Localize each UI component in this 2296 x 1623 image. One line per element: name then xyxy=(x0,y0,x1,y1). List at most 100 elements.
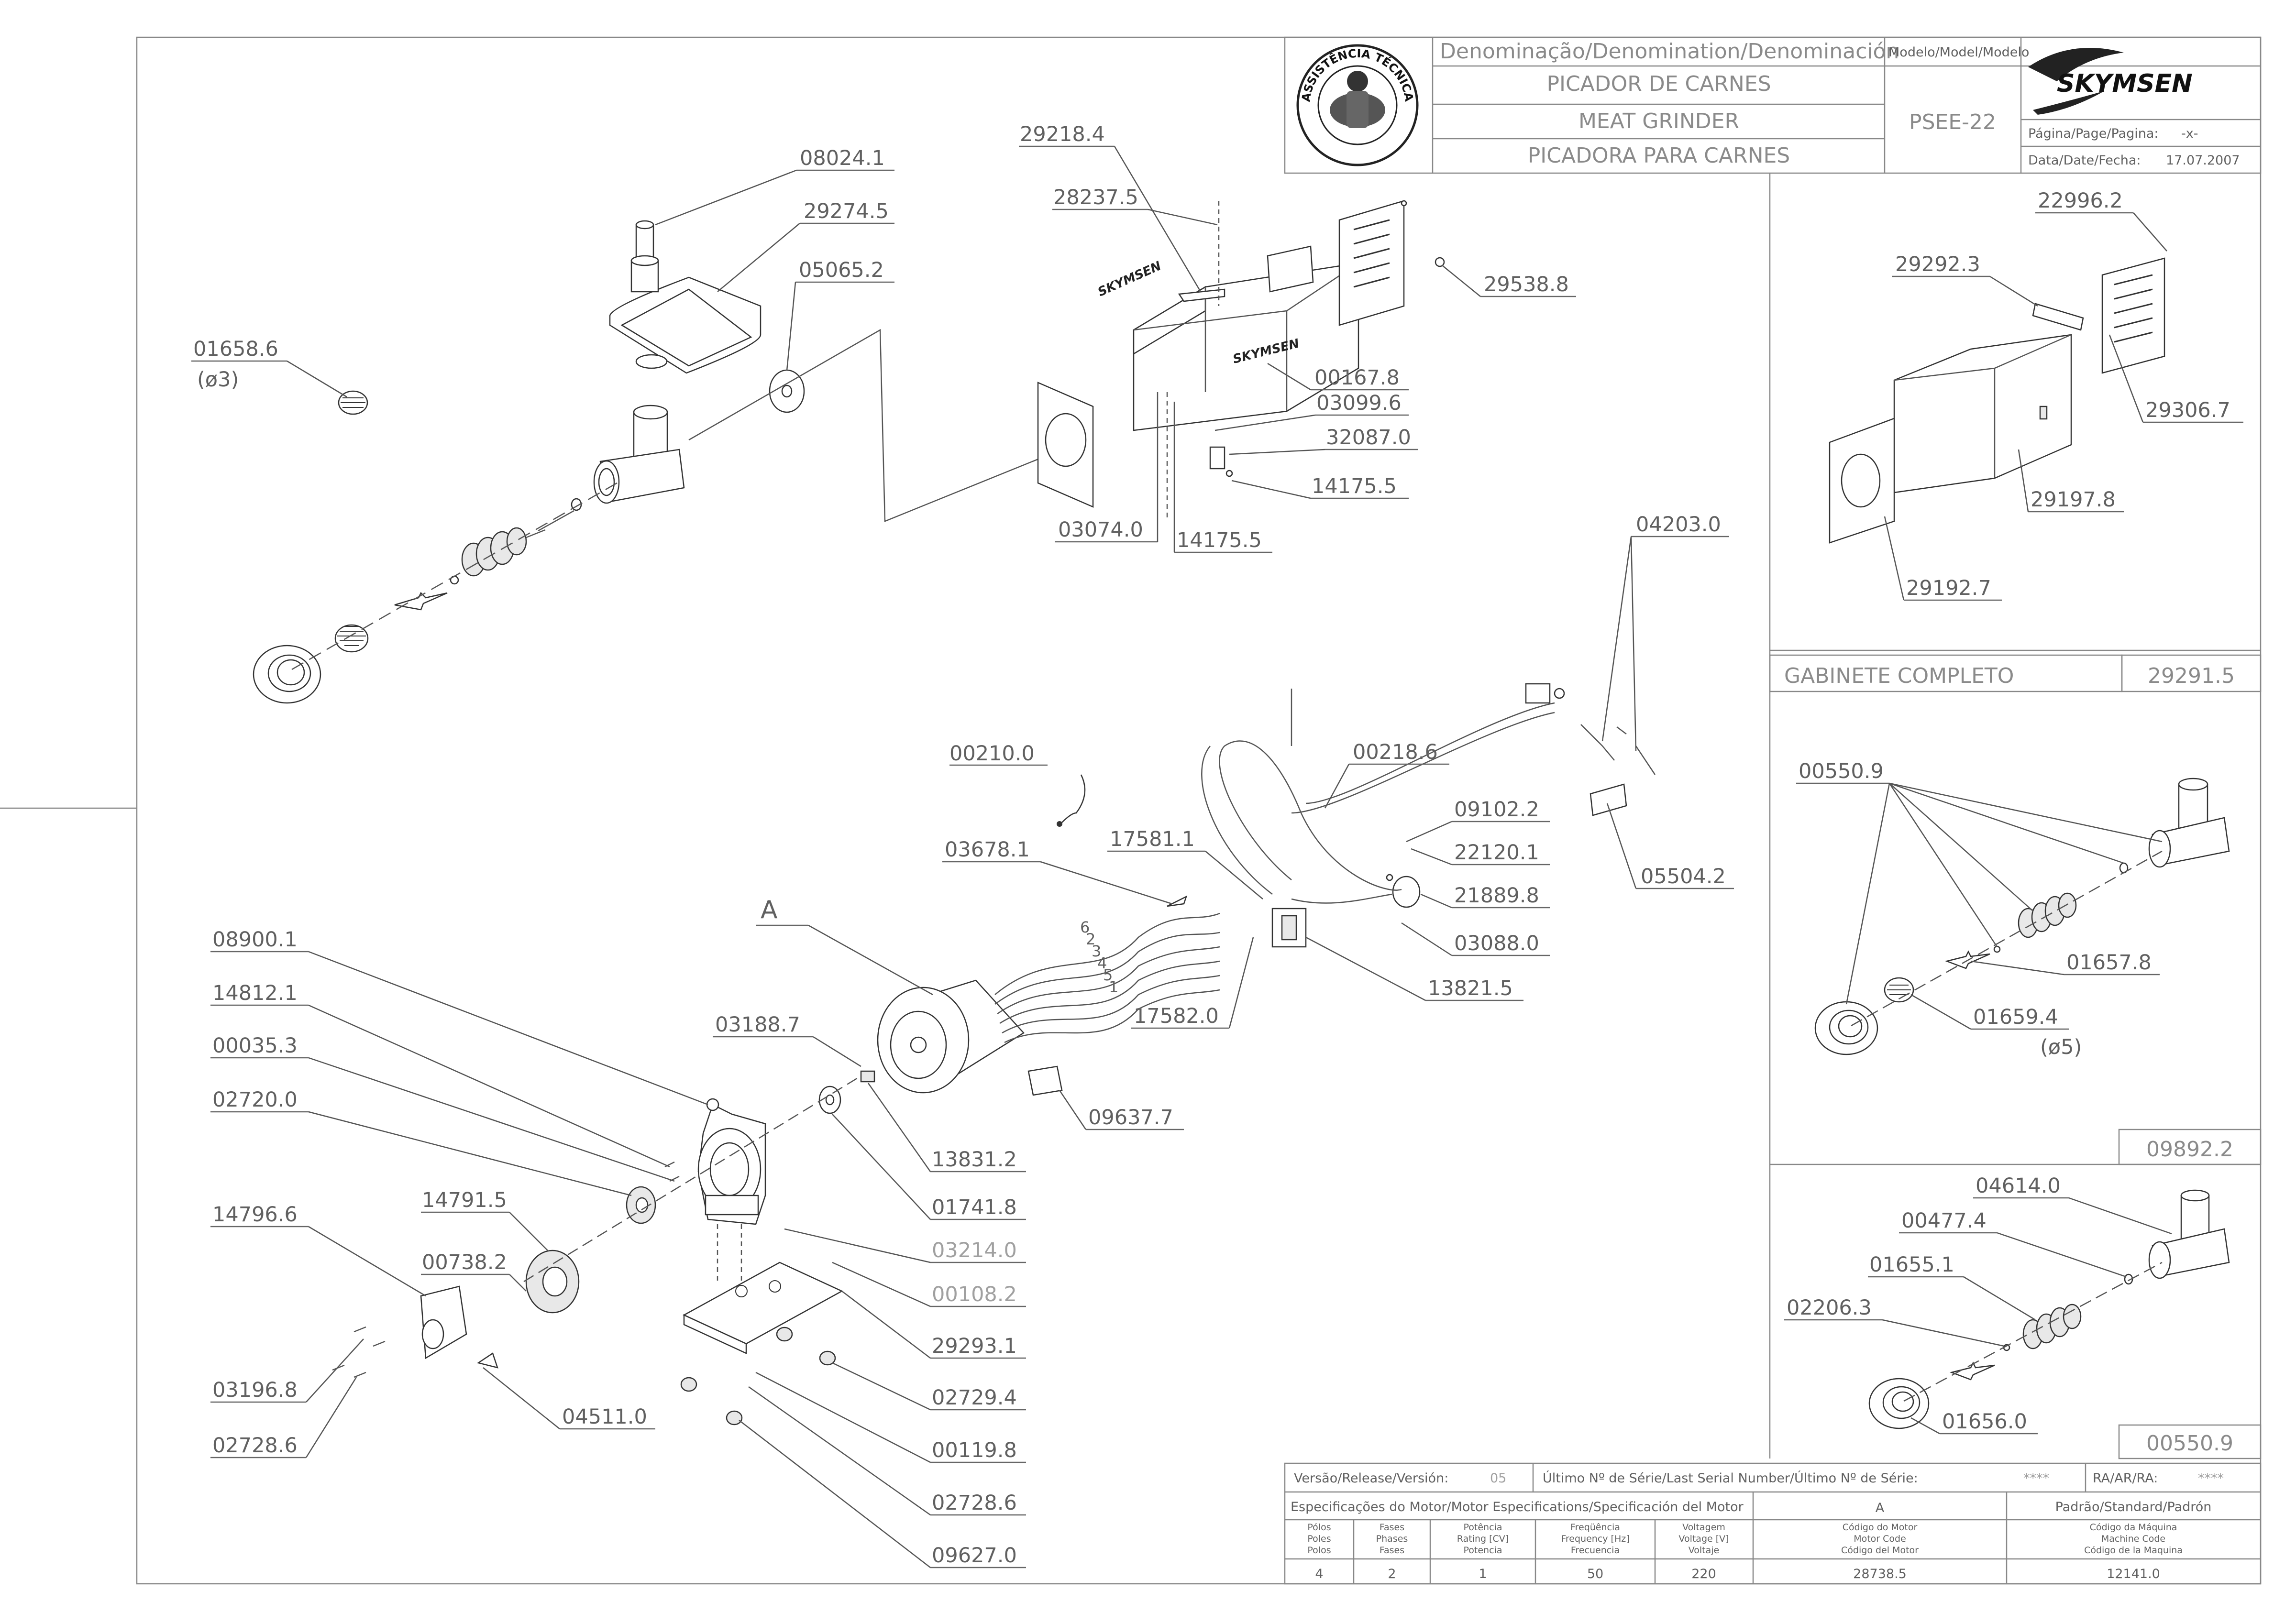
ra-value: **** xyxy=(2198,1471,2224,1486)
callout-05065-2: 05065.2 xyxy=(799,258,884,282)
callout-04511-0: 04511.0 xyxy=(562,1405,647,1429)
wire-number-1: 1 xyxy=(1109,978,1118,996)
cabinet-assembly: SKYMSEN SKYMSEN xyxy=(1037,200,1445,521)
callout-01658-6-size: (ø3) xyxy=(197,368,239,392)
callout-29197-8: 29197.8 xyxy=(2031,488,2116,512)
motor-spec-label: Especificações do Motor/Motor Especifica… xyxy=(1291,1500,1744,1514)
product-name-es: PICADORA PARA CARNES xyxy=(1528,143,1790,168)
callout-00035-3: 00035.3 xyxy=(212,1034,298,1058)
brand-name: SKYMSEN xyxy=(2057,69,2193,98)
gear-small xyxy=(626,1186,656,1224)
top-bracket xyxy=(1178,288,1225,302)
cabinet-grille xyxy=(2101,257,2165,374)
callout-17582-0: 17582.0 xyxy=(1134,1004,1219,1028)
gear-large xyxy=(525,1250,580,1314)
callout-09627-0: 09627.0 xyxy=(932,1544,1017,1568)
gearbox-housing xyxy=(697,1104,766,1225)
callout-00167-8: 00167.8 xyxy=(1314,366,1400,390)
kit2-washer xyxy=(2124,1273,2133,1285)
col-motor-code-value: 28738.5 xyxy=(1853,1567,1907,1581)
kit2-ring xyxy=(1868,1378,1930,1429)
col-rating-h1: Potência xyxy=(1464,1522,1502,1533)
title-block: Denominação/Denomination/Denominación Mo… xyxy=(0,0,2262,174)
col-frequency-h3: Frecuencia xyxy=(1571,1545,1620,1556)
callout-17581-1: 17581.1 xyxy=(1110,827,1195,851)
label-sticker xyxy=(1590,783,1627,816)
callout-29538-8: 29538.8 xyxy=(1484,273,1569,296)
col-poles-h3: Polos xyxy=(1307,1545,1331,1556)
model-code: PSEE-22 xyxy=(1909,110,1996,134)
standard-label: Padrão/Standard/Padrón xyxy=(2055,1500,2212,1514)
callout-00218-6: 00218.6 xyxy=(1353,740,1438,764)
callout-00210-0: 00210.0 xyxy=(949,742,1035,766)
callout-29192-7: 29192.7 xyxy=(1906,576,1991,600)
col-motor-code: Código do Motor Motor Code Código del Mo… xyxy=(1841,1522,1919,1581)
screw-2 xyxy=(1225,470,1233,477)
terminal xyxy=(1167,895,1188,907)
callout-21889-8: 21889.8 xyxy=(1454,884,1539,908)
motor-coupling xyxy=(818,1070,875,1114)
kit1-body xyxy=(2148,778,2230,868)
callout-29274-5: 29274.5 xyxy=(804,199,889,223)
cable-tie-end xyxy=(1057,821,1062,827)
cabinet-side-brand: SKYMSEN xyxy=(1096,259,1164,299)
col-machine-code-h1: Código da Máquina xyxy=(2090,1522,2177,1533)
callout-03214-0: 03214.0 xyxy=(932,1239,1017,1262)
callout-09637-7: 09637.7 xyxy=(1088,1106,1173,1130)
motor-section-marker: A xyxy=(1876,1501,1885,1515)
date-label: Data/Date/Fecha: xyxy=(2028,153,2141,168)
wire-number-2: 2 xyxy=(1086,930,1095,948)
switch xyxy=(1271,908,1307,948)
cabinet-body: SKYMSEN SKYMSEN xyxy=(1096,259,1359,431)
callout-03074-0: 03074.0 xyxy=(1058,518,1143,542)
wire-harness xyxy=(1201,689,1656,904)
callout-01659-4: 01659.4 xyxy=(1973,1005,2058,1029)
model-header: Modelo/Model/Modelo xyxy=(1888,45,2029,60)
serial-value: **** xyxy=(2023,1471,2049,1486)
grinder-head-assembly xyxy=(253,220,1062,704)
col-poles-value: 4 xyxy=(1315,1567,1323,1581)
kit-09892-panel: 00550.9 01657.8 01659.4 (ø5) 09892.2 xyxy=(1796,759,2262,1165)
callout-14175-5-a: 14175.5 xyxy=(1312,474,1397,498)
callout-03678-1: 03678.1 xyxy=(945,838,1030,862)
wire-number-6: 6 xyxy=(1080,918,1090,936)
col-motor-code-h2: Motor Code xyxy=(1854,1534,1906,1544)
callout-01657-8: 01657.8 xyxy=(2066,951,2152,975)
screw xyxy=(1401,200,1407,207)
callout-28237-5: 28237.5 xyxy=(1053,186,1138,209)
col-frequency-value: 50 xyxy=(1587,1567,1603,1581)
callout-03188-7: 03188.7 xyxy=(715,1013,800,1037)
kit1-plate xyxy=(1884,977,1914,1003)
col-motor-code-h1: Código do Motor xyxy=(1843,1522,1918,1533)
cabinet-complete-panel: 22996.2 29292.3 29306.7 29197.8 29192.7 … xyxy=(1769,189,2262,692)
motor-and-wiring xyxy=(877,683,1656,1096)
drawing-border xyxy=(136,36,2262,1585)
motor-label xyxy=(1027,1065,1063,1096)
col-phases: Fases Phases Fases 2 xyxy=(1376,1522,1408,1581)
callout-01656-0: 01656.0 xyxy=(1942,1410,2027,1434)
front-panel xyxy=(1037,382,1094,508)
wire-number-5: 5 xyxy=(1103,966,1113,984)
capacitor xyxy=(1386,874,1421,908)
oil-plug xyxy=(706,1098,719,1111)
gearbox-cover xyxy=(420,1285,467,1360)
col-motor-code-h3: Código del Motor xyxy=(1841,1545,1919,1556)
date-value: 17.07.2007 xyxy=(2166,153,2240,168)
col-rating-value: 1 xyxy=(1479,1567,1487,1581)
col-voltage: Voltagem Voltage [V] Voltaje 220 xyxy=(1678,1522,1729,1581)
section-a-marker: A xyxy=(761,896,778,924)
col-rating: Potência Rating [CV] Potencia 1 xyxy=(1457,1522,1509,1581)
motor xyxy=(877,979,1025,1094)
brand-logo: SKYMSEN xyxy=(2028,48,2193,115)
callout-01659-4-size: (ø5) xyxy=(2040,1035,2082,1059)
callout-14175-5-b: 14175.5 xyxy=(1177,528,1262,552)
callout-29292-3: 29292.3 xyxy=(1895,252,1980,276)
callout-02206-3: 02206.3 xyxy=(1787,1296,1872,1320)
kit1-ring xyxy=(1814,1001,1878,1055)
kit1-worm xyxy=(2018,892,2077,938)
callout-22120-1: 22120.1 xyxy=(1454,841,1539,865)
grille-bracket xyxy=(1267,245,1314,293)
callout-05504-2: 05504.2 xyxy=(1641,865,1726,888)
handle-key xyxy=(476,1352,498,1369)
